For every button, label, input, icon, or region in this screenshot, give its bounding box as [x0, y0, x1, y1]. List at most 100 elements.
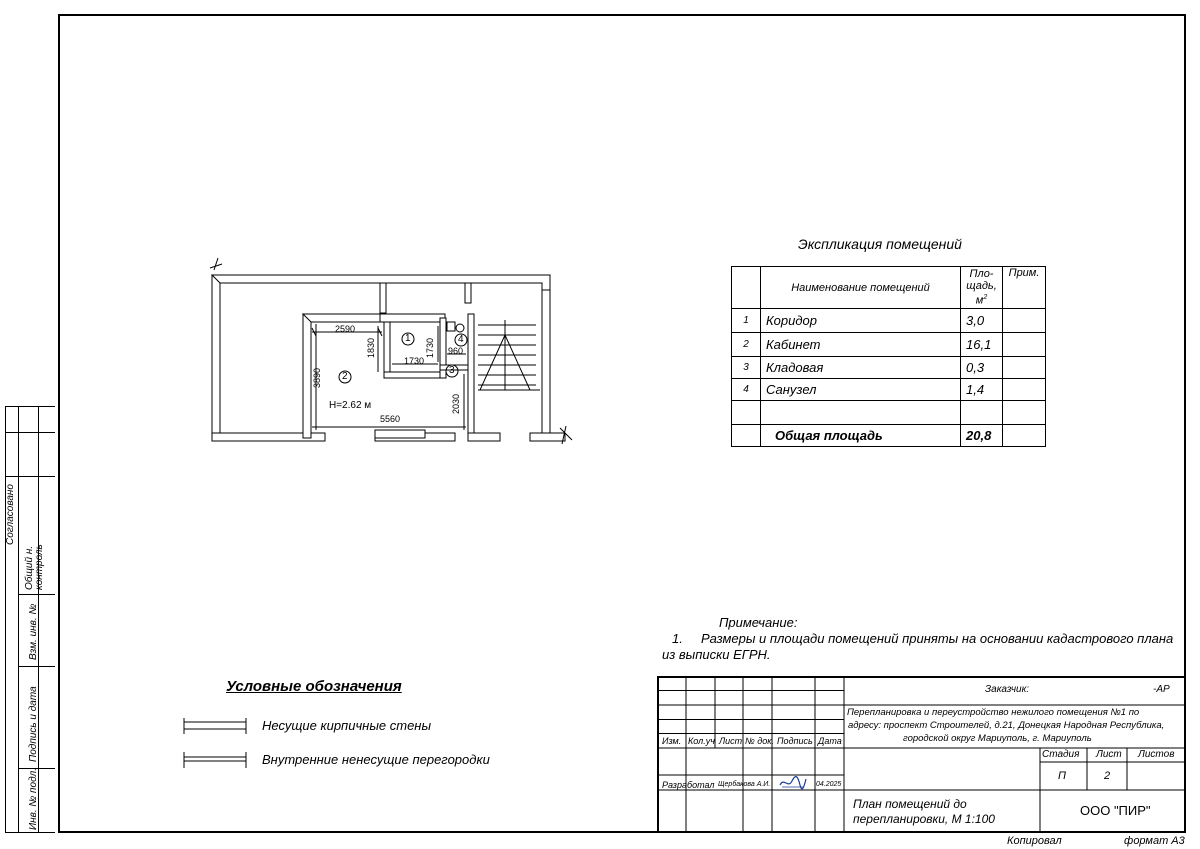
table-row: [731, 400, 1046, 425]
row-num: 2: [731, 332, 761, 357]
row-area: 3,0: [960, 308, 1003, 333]
row-name: Коридор: [760, 308, 961, 333]
stamp-project-line-3: городской округ Мариуполь, г. Мариуполь: [903, 733, 1092, 744]
room-marker-4: [454, 333, 468, 347]
replacement-inventory-label: Взм. инв. №: [28, 603, 39, 660]
general-control-label-2: контроль: [34, 544, 45, 590]
approval-row-line: [18, 768, 55, 769]
dim-5560: 5560: [380, 414, 401, 424]
explication-header-name: Наименование помещений: [760, 266, 961, 309]
legend-item-bearing-walls: Несущие кирпичные стены: [262, 718, 432, 733]
stamp-stage-label: Стадия: [1042, 749, 1080, 760]
total-row: Общая площадь 20,8: [731, 424, 1046, 447]
explication-title: Экспликация помещений: [798, 236, 962, 252]
explication-table: Наименование помещений Пло-щадь,м2 Прим.…: [731, 266, 1046, 447]
total-value: 20,8: [960, 424, 1003, 447]
legend-title: Условные обозначения: [226, 678, 402, 695]
total-label: Общая площадь: [760, 424, 961, 447]
row-empty: [1002, 400, 1046, 425]
title-block-grid: [657, 676, 1186, 833]
partition-symbol: [183, 752, 247, 768]
corridor-wall: [379, 313, 446, 323]
break-mark: [209, 257, 223, 271]
stamp-drawing-title-2: перепланировки, М 1:100: [853, 812, 995, 826]
stamp-sheet-value: 2: [1104, 770, 1111, 782]
ceiling-height-label: H=2.62 м: [329, 400, 372, 411]
table-row: 4 Санузел 1,4: [731, 378, 1046, 401]
outer-wall-bottom-right: [467, 432, 501, 442]
table-row: 3 Кладовая 0,3: [731, 356, 1046, 379]
total-empty: [731, 424, 761, 447]
row-num: 1: [731, 308, 761, 333]
explication-header-num: [731, 266, 761, 309]
stamp-header-data: Дата: [818, 736, 842, 746]
stamp-customer-label: Заказчик:: [985, 684, 1030, 695]
row-area: 0,3: [960, 356, 1003, 379]
legend-item-partitions: Внутренние ненесущие перегородки: [262, 752, 490, 767]
room-number-3: 3: [449, 365, 455, 376]
stamp-header-izm: Изм.: [662, 736, 682, 746]
room-number-4: 4: [458, 334, 464, 345]
room-marker-1: [401, 332, 415, 346]
stair-diagonal: [479, 333, 531, 391]
stamp-company: ООО "ПИР": [1080, 803, 1151, 818]
toilet-fixture: [455, 323, 465, 333]
corridor-wall-left: [383, 321, 391, 379]
row-num: 3: [731, 356, 761, 379]
office-wall-top: [301, 313, 381, 323]
stamp-drawing-title-1: План помещений до: [853, 797, 967, 811]
original-inventory-label: Инв. № подл.: [28, 767, 39, 830]
row-name: Кабинет: [760, 332, 961, 357]
stamp-project-line-2: адресу: проспект Строителей, д.21, Донец…: [848, 720, 1165, 731]
note-line-1: Размеры и площади помещений приняты на о…: [701, 631, 1174, 646]
approval-row-line: [18, 666, 55, 667]
dim-1730-horizontal: 1730: [404, 356, 425, 366]
row-area: 16,1: [960, 332, 1003, 357]
row-empty: [731, 400, 761, 425]
footer-format: формат А3: [1124, 835, 1185, 847]
footer-copied: Копировал: [1007, 835, 1062, 847]
outer-wall-bottom-far: [529, 432, 566, 442]
dim-3890: 3890: [312, 367, 322, 388]
stamp-stage-value: П: [1058, 770, 1066, 782]
dim-1830: 1830: [366, 337, 376, 358]
drawing-frame: [58, 14, 1186, 833]
row-area: 1,4: [960, 378, 1003, 401]
approval-row-line: [5, 476, 55, 477]
total-empty: [1002, 424, 1046, 447]
approval-row-line: [5, 432, 55, 433]
outer-wall-bottom-left: [211, 432, 326, 442]
stamp-header-list: Лист: [719, 736, 743, 746]
dim-line: [311, 327, 383, 337]
stamp-header-podpis: Подпись: [777, 736, 813, 746]
row-note: [1002, 308, 1046, 333]
window: [374, 429, 426, 439]
break-mark: [559, 425, 573, 445]
bath-wall-bottom: [439, 364, 469, 371]
row-num: 4: [731, 378, 761, 401]
stamp-sheets-label: Листов: [1138, 749, 1175, 760]
row-name: Санузел: [760, 378, 961, 401]
dim-2590: 2590: [335, 324, 356, 334]
approval-column-divider: [38, 406, 39, 833]
note-title: Примечание:: [719, 615, 798, 630]
row-name: Кладовая: [760, 356, 961, 379]
approval-column: [5, 406, 55, 833]
explication-header-note: Прим.: [1002, 266, 1046, 309]
row-note: [1002, 356, 1046, 379]
inner-wall: [379, 282, 387, 314]
stair-lines: [478, 324, 536, 386]
row-note: [1002, 378, 1046, 401]
developer-signature: [779, 776, 807, 790]
room-marker-3: [445, 364, 459, 378]
row-empty: [960, 400, 1003, 425]
table-row: 1 Коридор 3,0: [731, 308, 1046, 333]
room-number-1: 1: [405, 333, 411, 344]
note-line-2: из выписки ЕГРН.: [662, 647, 771, 662]
stamp-project-line-1: Перепланировка и переустройство нежилого…: [847, 707, 1140, 718]
room-number-2: 2: [342, 371, 348, 382]
approval-row-line: [18, 594, 55, 595]
bath-wall-right: [467, 313, 475, 434]
floor-plan: [209, 257, 573, 445]
stamp-header-kol: Кол.уч: [688, 736, 715, 746]
